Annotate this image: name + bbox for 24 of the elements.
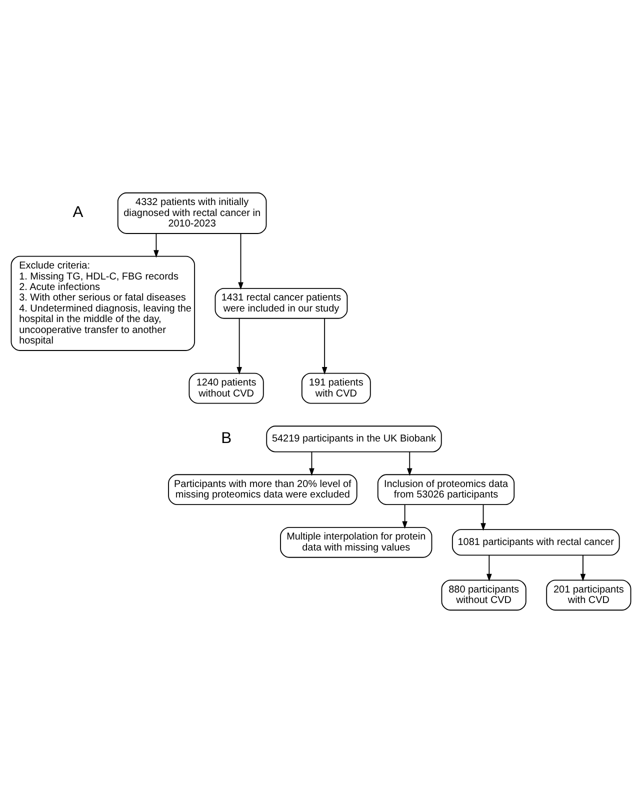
arrow — [236, 318, 242, 375]
label: B — [221, 430, 232, 447]
arrow — [580, 554, 586, 582]
node-box: 1240 patients without CVD — [188, 372, 264, 404]
node-box: 4332 patients with initially diagnosed with rectal cancer in 2010-2023 — [117, 192, 267, 234]
node-box: Multiple interpolation for protein data with missing values — [280, 526, 432, 558]
node-box: Inclusion of proteomics data from 53026 participants — [377, 474, 515, 506]
node-box: 880 participants without CVD — [441, 580, 526, 611]
arrow — [406, 452, 412, 476]
arrow — [480, 504, 486, 531]
node-box: 191 patients with CVD — [301, 372, 371, 404]
node-box: 201 participants with CVD — [546, 580, 632, 611]
arrow — [322, 318, 328, 375]
arrow — [238, 233, 244, 290]
label: A — [72, 204, 84, 222]
arrow — [402, 504, 408, 529]
node-box: 1431 rectal cancer patients were included in our study — [214, 288, 348, 319]
node-box: 1081 participants with rectal cancer — [452, 529, 620, 556]
node-box: 54219 participants in the UK Biobank — [266, 426, 442, 452]
node-box: Participants with more than 20% level of missing proteomics data were excluded — [168, 474, 358, 506]
arrow — [309, 452, 314, 476]
node-box: Exclude criteria: 1. Missing TG, HDL-C, FBG records 2. Acute infections 3. With other serious or fatal diseases 4. Undetermined diagnosis, leaving the hospital in the middle of the day, uncooperative transfer to another hospital — [10, 256, 196, 351]
arrow — [154, 233, 159, 258]
arrow — [486, 554, 492, 582]
